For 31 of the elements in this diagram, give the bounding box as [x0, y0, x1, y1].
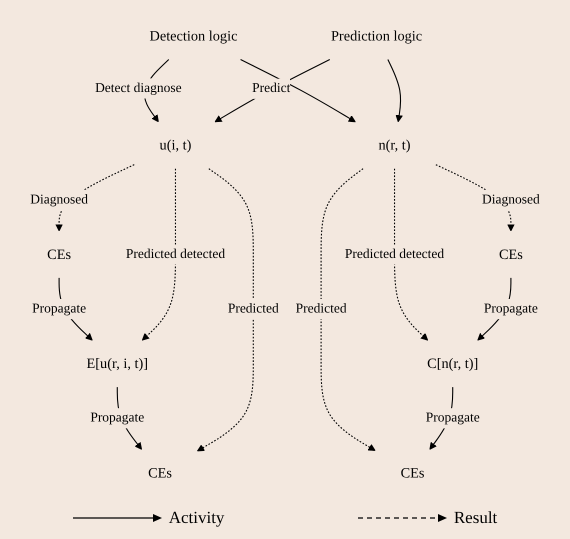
edge-label: Diagnosed: [30, 192, 88, 207]
edge-label: Detect diagnose: [95, 80, 182, 96]
node-text: Detection logic: [149, 28, 238, 44]
node-text: CEs: [148, 464, 172, 481]
arrow: [142, 168, 176, 341]
edge-label: Predicted: [296, 302, 347, 316]
edge-label: Propagate: [426, 410, 480, 426]
edge-label: Predicted: [228, 302, 279, 316]
node-text: u(i, t): [160, 137, 192, 154]
arrow: [320, 168, 376, 451]
legend-label: Activity: [168, 508, 224, 528]
arrow: [387, 59, 403, 122]
edge-label: Propagate: [90, 410, 144, 426]
edge-label: Predict: [252, 81, 290, 96]
arrow: [214, 59, 330, 122]
edge-label: Diagnosed: [482, 192, 540, 207]
arrow: [240, 59, 356, 122]
edge-label: Propagate: [32, 302, 86, 316]
arrow: [196, 168, 254, 452]
edge-label: Predicted detected: [344, 246, 444, 262]
node-text: n(r, t): [378, 137, 411, 154]
edge-label: Propagate: [484, 302, 538, 316]
node-text: CEs: [498, 246, 523, 262]
node-text: C[n(r, t)]: [427, 355, 478, 372]
edge-label: Predicted detected: [126, 246, 226, 262]
arrow: [394, 168, 428, 341]
node-text: Prediction logic: [330, 28, 422, 44]
node-text: E[u(r, i, t)]: [86, 355, 148, 372]
legend-label: Result: [454, 508, 498, 528]
node-text: CEs: [400, 464, 424, 481]
node-text: CEs: [47, 246, 72, 262]
